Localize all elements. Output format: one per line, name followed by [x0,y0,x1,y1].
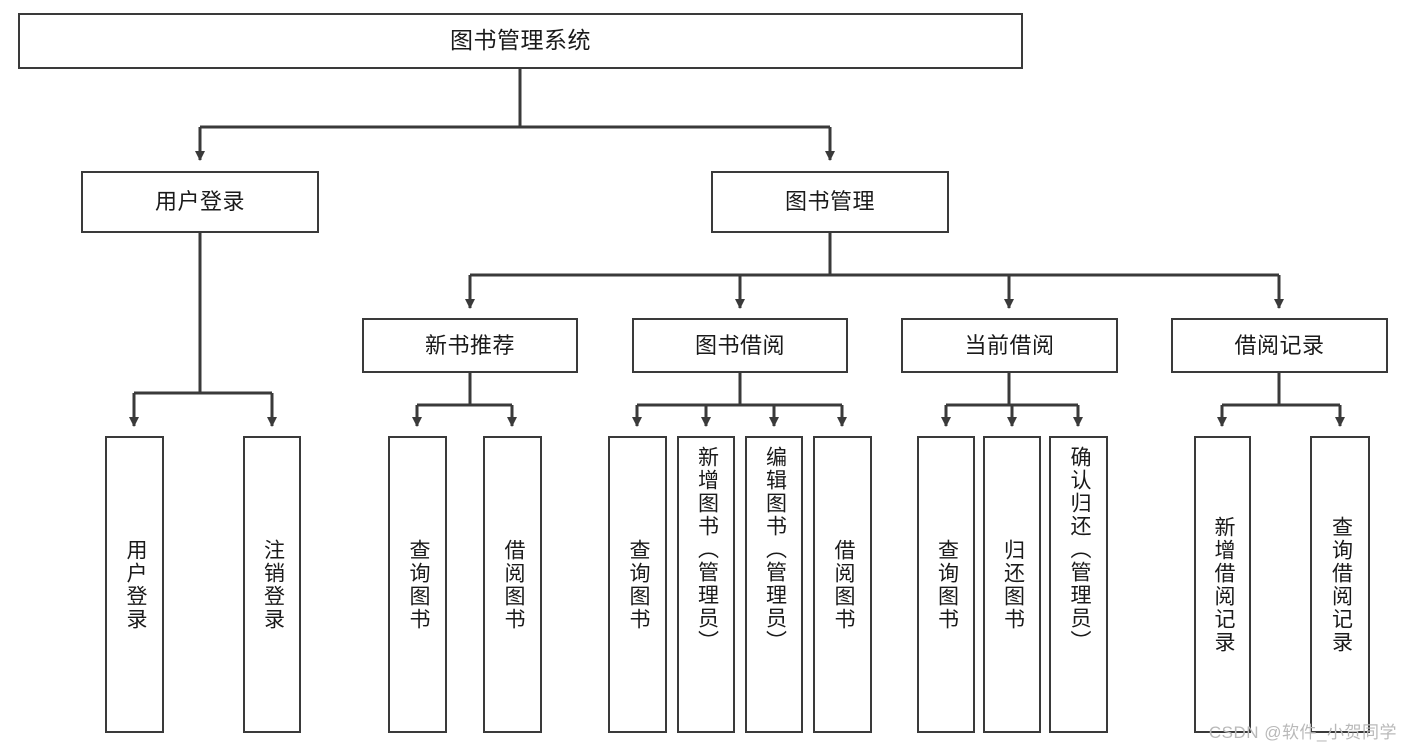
node-label: 查询图书 [406,538,430,631]
node-label: 注销登录 [261,538,285,631]
node-leaf-query-record[interactable]: 查询借阅记录 [1310,436,1370,733]
node-label: 编辑图书（管理员） [763,446,787,653]
node-leaf-query-book-3[interactable]: 查询图书 [917,436,975,733]
node-label: 确认归还（管理员） [1067,446,1091,653]
node-new-book-rec[interactable]: 新书推荐 [362,318,578,373]
node-label: 图书管理 [784,189,875,215]
node-leaf-logout[interactable]: 注销登录 [243,436,301,733]
node-leaf-confirm-return[interactable]: 确认归还（管理员） [1049,436,1108,733]
node-label: 当前借阅 [964,332,1055,358]
node-leaf-user-login[interactable]: 用户登录 [105,436,164,733]
node-book-manage[interactable]: 图书管理 [711,171,949,233]
node-leaf-query-book-2[interactable]: 查询图书 [608,436,667,733]
node-leaf-add-book[interactable]: 新增图书（管理员） [677,436,735,733]
node-leaf-borrow-book-2[interactable]: 借阅图书 [813,436,872,733]
node-user-login[interactable]: 用户登录 [81,171,319,233]
node-leaf-query-book-1[interactable]: 查询图书 [388,436,447,733]
node-label: 新书推荐 [424,332,515,358]
node-current-borrow[interactable]: 当前借阅 [901,318,1118,373]
node-label: 图书管理系统 [450,27,591,54]
node-label: 查询借阅记录 [1329,515,1353,654]
node-label: 查询图书 [626,538,650,631]
csdn-watermark: CSDN @软件_小贺同学 [1208,723,1397,742]
node-borrow-record[interactable]: 借阅记录 [1171,318,1388,373]
node-leaf-edit-book[interactable]: 编辑图书（管理员） [745,436,803,733]
node-root-system[interactable]: 图书管理系统 [18,13,1023,69]
node-label: 借阅图书 [501,538,525,631]
node-label: 用户登录 [154,189,245,215]
node-label: 用户登录 [123,538,147,631]
node-label: 借阅图书 [831,538,855,631]
node-leaf-add-record[interactable]: 新增借阅记录 [1194,436,1251,733]
node-label: 新增借阅记录 [1211,515,1235,654]
node-label: 图书借阅 [694,332,785,358]
node-label: 归还图书 [1001,538,1025,631]
node-label: 借阅记录 [1234,332,1325,358]
node-label: 查询图书 [935,538,959,631]
node-leaf-return-book[interactable]: 归还图书 [983,436,1041,733]
node-label: 新增图书（管理员） [695,446,719,653]
node-book-borrow[interactable]: 图书借阅 [632,318,848,373]
node-leaf-borrow-book-1[interactable]: 借阅图书 [483,436,542,733]
